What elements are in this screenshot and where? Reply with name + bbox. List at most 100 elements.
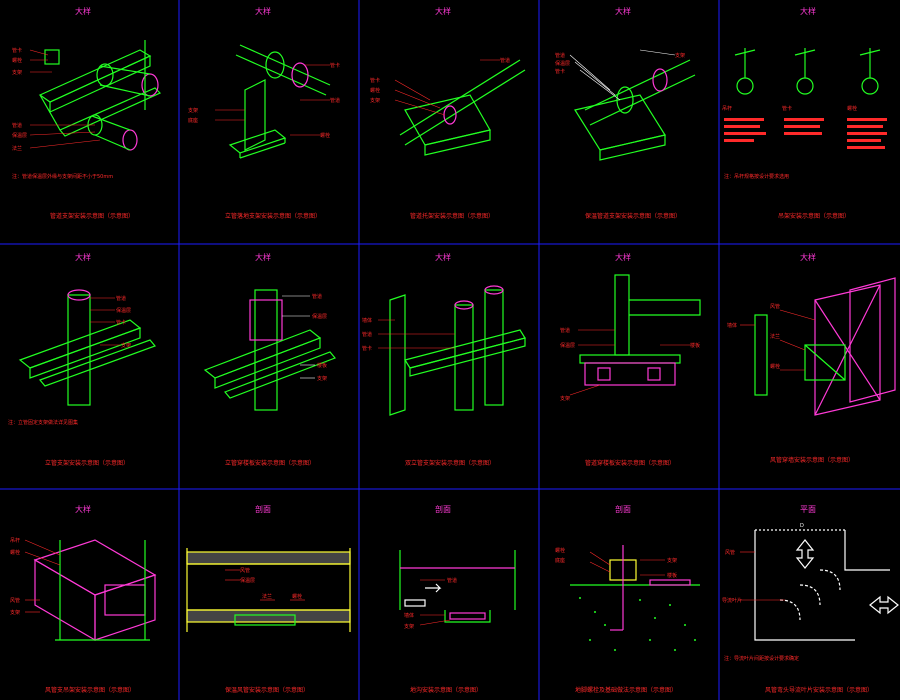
p7-beam-b: [224, 351, 336, 399]
panel-texts: 大样 管道支架安装示意图（示意图） 注：管道保温层外缘与支架间距不小于50mm …: [8, 6, 873, 694]
panel-2-drawing: [228, 44, 331, 159]
panel-5-drawing: [734, 48, 881, 95]
p9-label-insulation: 保温层: [560, 342, 575, 349]
panel-11-header: 大样: [75, 504, 91, 514]
panel-11-drawing: [33, 539, 157, 642]
panel-6-header: 大样: [75, 252, 91, 262]
panel-13-header: 剖面: [435, 504, 451, 514]
panel-14-drawing: [570, 545, 700, 631]
panel-7-leaders: [282, 295, 315, 379]
panel-2-leaders: [215, 64, 330, 136]
p11-label-hanger: 吊杆: [10, 537, 20, 544]
p7-sleeve: [249, 299, 283, 341]
p10-duct-face: [849, 277, 896, 403]
panel-1-note: 注：管道保温层外缘与支架间距不小于50mm: [12, 173, 113, 180]
panel-14-title: 地脚螺栓及基础做法示意图（示意图）: [575, 686, 677, 694]
p6-label-support: 支架: [121, 342, 131, 349]
panel-10-drawing: [754, 277, 896, 416]
p15-horizontal-arrow-icon: [869, 595, 899, 615]
p1-label-bolt: 螺栓: [12, 57, 22, 64]
panel-13-leaders: [419, 579, 451, 626]
p2-label-support: 支架: [188, 107, 198, 114]
p2-label-bolt: 螺栓: [320, 132, 330, 139]
panel-5-title: 吊架安装示意图（示意图）: [778, 212, 850, 220]
p13-ledge: [404, 599, 426, 607]
p15-vane-2: [799, 584, 821, 606]
p12-label-bolt: 螺栓: [292, 593, 302, 600]
p10-label-bolt: 螺栓: [770, 363, 780, 370]
panel-9-leaders: [569, 329, 690, 396]
p13-flow-arrow: [425, 583, 442, 593]
panel-12-title: 保温风管安装示意图（示意图）: [225, 686, 309, 694]
panel-8-drawing: [389, 285, 526, 416]
p2-clamp-ring: [265, 51, 285, 79]
panel-7-drawing: [203, 289, 336, 411]
p5-label-hanger: 吊杆: [722, 105, 732, 112]
p14-label-bolt: 螺栓: [555, 547, 565, 554]
p4-clamp-ring: [616, 86, 634, 114]
p6-beam-b: [38, 339, 157, 387]
panel-3-title: 管道托架安装示意图（示意图）: [410, 212, 494, 220]
p7-beam-a-side: [214, 337, 321, 389]
panel-2-header: 大样: [255, 6, 271, 16]
panel-6-title: 立管支架安装示意图（示意图）: [45, 459, 129, 467]
p1-pipe-top: [99, 65, 151, 75]
panel-10-title: 风管穿墙安装示意图（示意图）: [770, 456, 854, 464]
panel-11-title: 风管支吊架安装示意图（示意图）: [45, 686, 135, 694]
panel-12-header: 剖面: [255, 504, 271, 514]
p1-label-insulation: 保温层: [12, 132, 27, 139]
panel-8-header: 大样: [435, 252, 451, 262]
p1-wall-plate: [44, 49, 60, 65]
panel-15-title: 风管弯头导流叶片安装示意图（示意图）: [765, 686, 873, 694]
p4-insulation-ring: [652, 68, 668, 92]
p10-label-flange: 法兰: [770, 333, 780, 340]
p1-post: [39, 94, 61, 131]
panel-6-note: 注：立管固定支架做法详见图集: [8, 419, 78, 426]
p12-bottom-insulation: [186, 609, 351, 623]
panel-15-leaders: [740, 551, 785, 601]
p2-label-clamp: 管卡: [330, 62, 340, 69]
p4-pipe-top: [584, 59, 691, 111]
panel-4-header: 大样: [615, 6, 631, 16]
panel-9-drawing: [579, 274, 701, 386]
panel-15-drawing: [754, 529, 899, 641]
p10-flange: [804, 344, 846, 381]
p1-label-flange: 法兰: [12, 145, 22, 152]
p5-label-clamp: 管卡: [782, 105, 792, 112]
panel-9-title: 管道穿楼板安装示意图（示意图）: [585, 459, 675, 467]
panel-6-leaders: [90, 297, 120, 346]
p1-beam-side: [49, 55, 151, 113]
p7-riser: [254, 289, 278, 411]
panel-15-header: 平面: [800, 505, 816, 514]
p5-hanger-ring-1: [736, 77, 754, 95]
p8-riser-a: [454, 304, 474, 411]
p2-pipe-top: [239, 44, 331, 86]
p2-insulation-ring: [291, 62, 309, 88]
panel-1-header: 大样: [75, 6, 91, 16]
p3-label-clamp: 管卡: [370, 77, 380, 84]
p6-label-clamp: 管卡: [116, 319, 126, 326]
p1-pipe2-bottom: [94, 134, 131, 151]
panel-7-title: 立管穿楼板安装示意图（示意图）: [225, 459, 315, 467]
p1-label-pipe: 管道: [12, 122, 22, 129]
p4-channel-side: [599, 134, 666, 161]
panel-5-note: 注：吊杆规格按设计要求选用: [724, 173, 789, 180]
p5-hanger-ring-3: [861, 77, 879, 95]
p6-label-pipe: 管道: [116, 295, 126, 302]
p7-label-insulation: 保温层: [312, 313, 327, 320]
p9-label-pipe: 管道: [560, 327, 570, 334]
p1-pipe2-top: [91, 115, 131, 131]
p6-beam-a-side: [29, 327, 141, 379]
panel-13-drawing: [399, 550, 516, 623]
p15-elbow-outer: [754, 530, 855, 641]
panel-15-note: 注：导流叶片间距按设计要求确定: [724, 655, 799, 662]
p7-label-pipe: 管道: [312, 293, 322, 300]
p9-beam: [584, 362, 676, 386]
panel-6-drawing: [18, 289, 157, 406]
p4-label-insulation: 保温层: [555, 60, 570, 67]
panel-12-drawing: [186, 548, 351, 632]
p3-label-pipe: 管道: [500, 57, 510, 64]
p15-vane-3: [819, 569, 841, 591]
p6-riser: [67, 294, 91, 406]
